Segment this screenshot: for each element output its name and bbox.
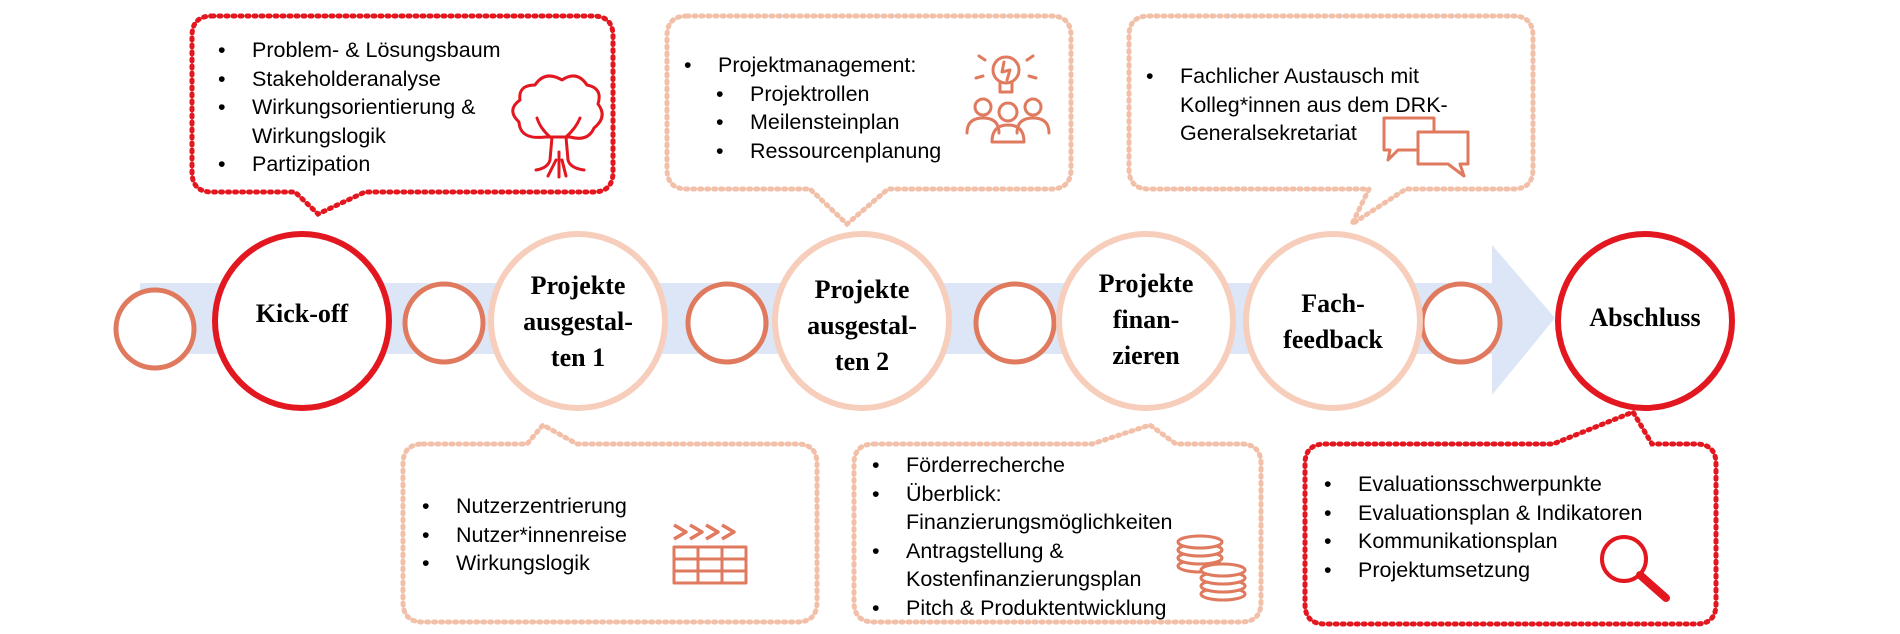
- stage-label-line: Projekte: [530, 271, 626, 300]
- list-item: Projektrollen: [682, 80, 941, 109]
- stage-label-line: Fach-: [1301, 289, 1365, 318]
- stage-circle-fachfeedback: [1243, 231, 1423, 411]
- callout-bubble-gestalten2: [664, 13, 1074, 228]
- connector-circle: [402, 281, 486, 365]
- callout-bubble-gestalten1: [400, 421, 820, 625]
- list-item: Fachlicher Austausch mit: [1144, 62, 1448, 91]
- stage-label-line: ten 2: [834, 347, 890, 376]
- list-item: Projektumsetzung: [1322, 556, 1642, 585]
- connector-circle: [1419, 281, 1503, 365]
- clapperboard-icon: [672, 523, 748, 585]
- stage-label-line: ausgestal-: [807, 311, 917, 340]
- list-item: Finanzierungsmöglichkeiten: [906, 510, 1173, 534]
- chat-bubbles-icon: [1382, 116, 1470, 178]
- stage-label-line: Abschluss: [1589, 303, 1701, 332]
- list-item: Förderrecherche: [870, 451, 1173, 480]
- coins-icon: [1176, 534, 1247, 602]
- callout-text-finanzieren: Förderrecherche Überblick: Finanzierungs…: [870, 451, 1173, 622]
- list-item: Evaluationsschwerpunkte: [1322, 470, 1642, 499]
- callout-text-gestalten2: Projektmanagement: Projektrollen Meilens…: [682, 51, 941, 165]
- stage-label-line: finan-: [1112, 305, 1180, 334]
- stage-label-line: feedback: [1283, 325, 1383, 354]
- list-item: Nutzer*innenreise: [420, 521, 627, 550]
- callout-bubble-finanzieren: [851, 422, 1264, 625]
- list-item: Evaluationsplan & Indikatoren: [1322, 499, 1642, 528]
- callout-bubble-kickoff: [189, 13, 616, 217]
- callout-bubble-fachfeedback: [1126, 13, 1536, 231]
- callout-text-fachfeedback: Fachlicher Austausch mit Kolleg*innen au…: [1144, 62, 1448, 148]
- connector-circle: [685, 281, 769, 365]
- list-item: Wirkungsorientierung &: [216, 93, 501, 122]
- tree-icon: [511, 74, 604, 179]
- connector-circle: [113, 287, 197, 371]
- list-item: Wirkungslogik: [420, 549, 627, 578]
- callout-text-kickoff: Problem- & Lösungsbaum Stakeholderanalys…: [216, 36, 501, 179]
- list-item: Stakeholderanalyse: [216, 65, 501, 94]
- stage-label-kickoff: Kick-off: [212, 296, 392, 332]
- stage-label-gestalten1: Projekte ausgestal- ten 1: [488, 268, 668, 376]
- callout-bubble-abschluss: [1302, 408, 1719, 627]
- list-item: Kommunikationsplan: [1322, 527, 1642, 556]
- callout-text-gestalten1: Nutzerzentrierung Nutzer*innenreise Wirk…: [420, 492, 627, 578]
- list-heading: Projektmanagement:: [682, 51, 941, 80]
- list-item: Pitch & Produktentwicklung: [870, 594, 1173, 623]
- stage-label-line: zieren: [1112, 341, 1180, 370]
- list-item: Überblick:: [870, 480, 1173, 509]
- stage-label-fachfeedback: Fach- feedback: [1243, 286, 1423, 358]
- list-item: Wirkungslogik: [252, 123, 386, 148]
- list-item: Generalsekretariat: [1180, 121, 1357, 145]
- stage-label-finanzieren: Projekte finan- zieren: [1056, 266, 1236, 374]
- stage-label-line: ten 1: [550, 343, 606, 372]
- connector-circle: [973, 281, 1057, 365]
- callout-text-abschluss: Evaluationsschwerpunkte Evaluationsplan …: [1322, 470, 1642, 584]
- list-item: Kostenfinanzierungsplan: [906, 567, 1142, 591]
- list-item: Meilensteinplan: [682, 108, 941, 137]
- stage-label-line: Projekte: [1098, 269, 1194, 298]
- stage-circle-abschluss: [1555, 231, 1735, 411]
- stage-circle-finanzieren: [1056, 231, 1236, 411]
- stage-label-abschluss: Abschluss: [1555, 300, 1735, 336]
- stage-circle-kickoff: [212, 231, 392, 411]
- stage-label-line: ausgestal-: [523, 307, 633, 336]
- stage-label-line: Projekte: [814, 275, 910, 304]
- stage-circle-gestalten1: [488, 231, 668, 411]
- team-idea-icon: [965, 54, 1051, 144]
- stage-label-line: Kick-off: [255, 299, 349, 328]
- list-item: Ressourcenplanung: [682, 137, 941, 166]
- list-item: Problem- & Lösungsbaum: [216, 36, 501, 65]
- stage-circle-gestalten2: [772, 231, 952, 411]
- list-item: Kolleg*innen aus dem DRK-: [1180, 92, 1448, 117]
- list-item: Antragstellung &: [870, 537, 1173, 566]
- stage-label-gestalten2: Projekte ausgestal- ten 2: [772, 272, 952, 380]
- list-item: Nutzerzentrierung: [420, 492, 627, 521]
- list-item: Partizipation: [216, 150, 501, 179]
